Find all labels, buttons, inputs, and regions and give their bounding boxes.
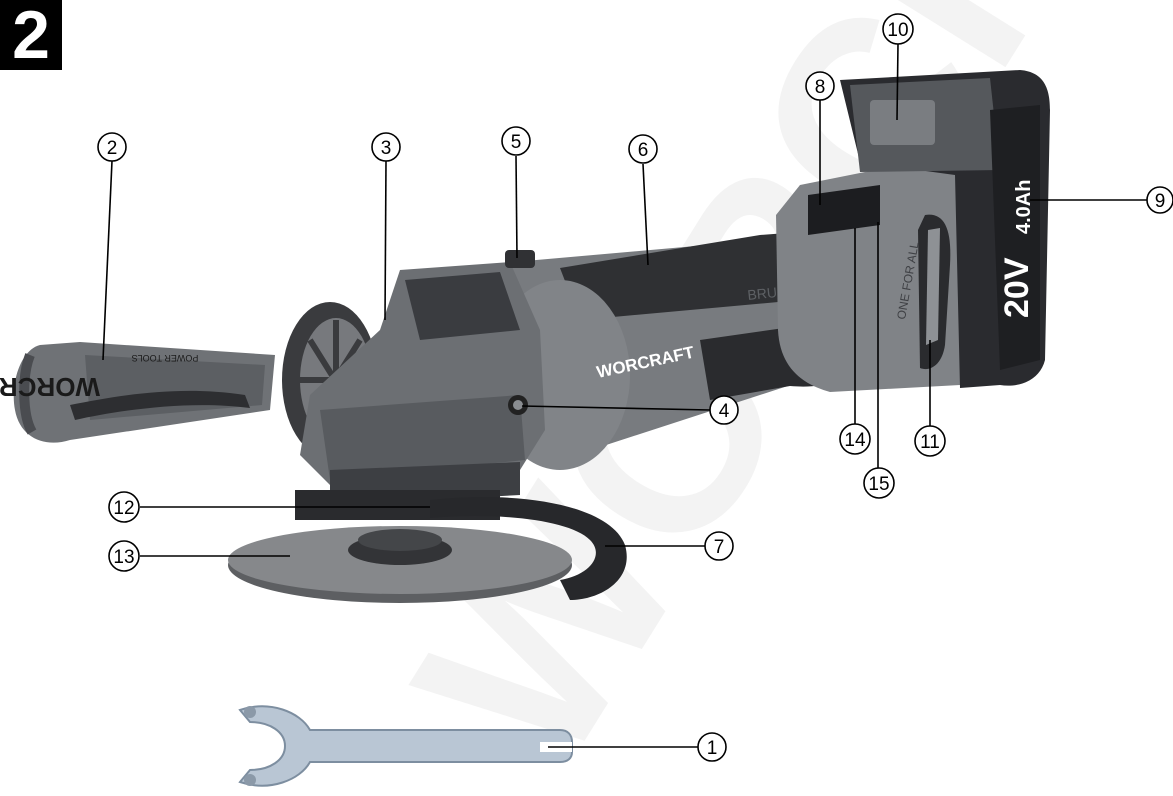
callout-3: 3 xyxy=(371,132,401,162)
handle-subtext: POWER TOOLS xyxy=(132,353,199,363)
handle-brand-text: WORCRAFT xyxy=(0,372,100,402)
callout-7: 7 xyxy=(704,531,734,561)
callout-8: 8 xyxy=(805,71,835,101)
callout-label: 14 xyxy=(844,430,866,451)
callout-12: 12 xyxy=(108,491,140,523)
figure-number-badge: 2 xyxy=(0,0,62,73)
callout-13: 13 xyxy=(108,540,140,572)
callout-15: 15 xyxy=(863,467,895,499)
callout-label: 3 xyxy=(381,138,392,159)
battery-pack: ONE FOR ALL 20V 4.0Ah xyxy=(776,70,1050,392)
callout-2: 2 xyxy=(97,132,127,162)
figure-number: 2 xyxy=(12,0,50,73)
callout-5: 5 xyxy=(501,126,531,156)
callout-label: 15 xyxy=(868,474,889,495)
callout-6: 6 xyxy=(628,134,658,164)
callout-label: 10 xyxy=(887,20,908,41)
callout-label: 11 xyxy=(920,432,940,453)
callout-label: 6 xyxy=(638,140,649,161)
gear-head xyxy=(295,250,545,520)
disc-guard xyxy=(430,497,627,600)
callout-11: 11 xyxy=(914,425,946,457)
side-handle: WORCRAFT POWER TOOLS xyxy=(0,342,275,443)
callout-10: 10 xyxy=(882,13,914,45)
leader-lines xyxy=(102,43,1148,748)
callout-1: 1 xyxy=(697,732,727,762)
callout-label: 4 xyxy=(719,401,730,422)
battery-voltage-text: 20V xyxy=(998,257,1036,318)
callout-14: 14 xyxy=(839,423,871,455)
battery-capacity-text: 4.0Ah xyxy=(1013,180,1035,234)
callout-label: 13 xyxy=(113,547,134,568)
callout-9: 9 xyxy=(1146,186,1173,214)
callout-label: 12 xyxy=(113,498,134,519)
callout-4: 4 xyxy=(709,395,739,425)
callout-label: 9 xyxy=(1155,191,1166,212)
callout-label: 7 xyxy=(714,537,725,558)
callout-label: 1 xyxy=(707,738,718,759)
callout-label: 8 xyxy=(815,77,826,98)
callout-label: 5 xyxy=(511,132,522,153)
cutting-disc xyxy=(228,526,572,603)
callout-label: 2 xyxy=(107,138,118,159)
